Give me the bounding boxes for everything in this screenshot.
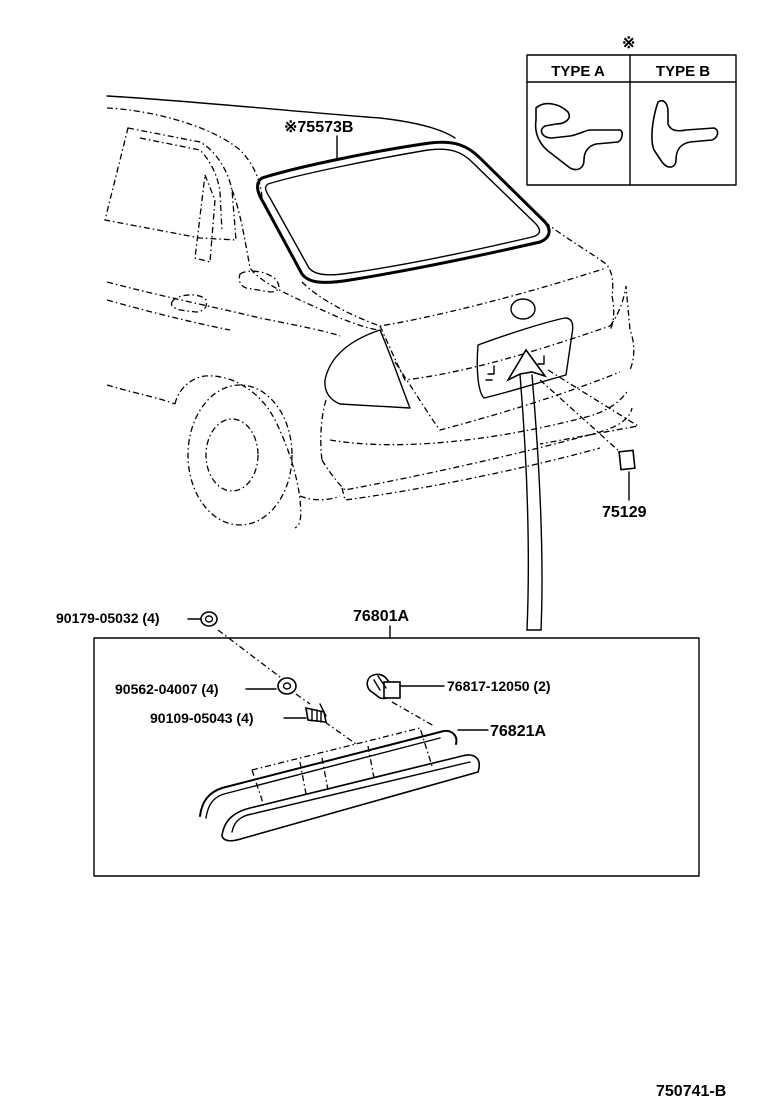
type-b-profile xyxy=(651,99,719,168)
washer-part xyxy=(277,677,297,695)
label-washer: 90562-04007 (4) xyxy=(115,681,219,697)
type-a-profile xyxy=(534,102,623,171)
label-weatherstrip: ※75573B xyxy=(284,119,353,136)
install-arrow xyxy=(505,348,548,631)
clip-part xyxy=(366,673,401,700)
rear-wheel-hub xyxy=(205,418,259,492)
label-assembly: 76801A xyxy=(353,608,409,625)
type-inset-frame xyxy=(526,54,737,186)
nut-part xyxy=(200,611,218,627)
assembly-frame xyxy=(93,637,700,877)
car-body xyxy=(104,95,640,529)
label-nut: 90179-05032 (4) xyxy=(56,610,160,626)
figure-id: 750741-B xyxy=(656,1083,726,1100)
screw-part xyxy=(305,703,327,723)
trunk-emblem-outline xyxy=(510,298,536,320)
label-clip: 76817-12050 (2) xyxy=(447,678,551,694)
rear-wheel-outer xyxy=(187,384,293,526)
type-inset-mark: ※ xyxy=(622,35,635,52)
type-a-header: TYPE A xyxy=(551,63,605,80)
label-emblem: 75129 xyxy=(602,504,647,521)
type-inset-box: ※ TYPE A TYPE B xyxy=(526,35,737,186)
label-garnish: 76821A xyxy=(490,723,546,740)
rear-window-weatherstrip xyxy=(256,140,551,284)
type-b-header: TYPE B xyxy=(656,63,710,80)
license-garnish-part xyxy=(199,727,480,842)
emblem-part xyxy=(618,449,636,501)
label-screw: 90109-05043 (4) xyxy=(150,710,254,726)
